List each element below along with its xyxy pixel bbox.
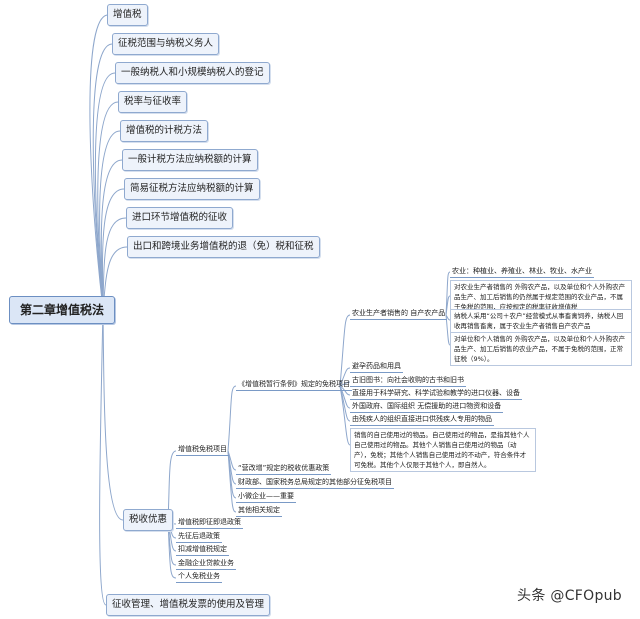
refund-after-levy-policy[interactable]: 先征后退政策 [176,531,222,543]
branch-registration[interactable]: 一般纳税人和小规模纳税人的登记 [115,62,270,84]
root-node[interactable]: 第二章增值税法 [9,296,116,324]
interim-regulations[interactable]: 《增值税暂行条例》规定的免税项目 [236,379,352,391]
ministry-exemptions[interactable]: 财政部、国家税务总局规定的其他部分征免税项目 [236,477,394,489]
branch-scope[interactable]: 征税范围与纳税义务人 [112,33,220,55]
financial-loan-business[interactable]: 金融企业贷款业务 [176,558,236,570]
other-related-rules[interactable]: 其他相关规定 [236,505,282,517]
branch-export[interactable]: 出口和跨境业务增值税的退（免）税和征税 [127,236,320,258]
exempt-foreign-aid[interactable]: 外国政府、国际组织 无偿援助的进口物资和设备 [350,401,504,413]
branch-tax-incentives[interactable]: 税收优惠 [123,509,174,531]
branch-administration[interactable]: 征收管理、增值税发票的使用及管理 [106,594,271,616]
agri-detail-3[interactable]: 纳税人采用“公司＋农户”经营模式从事畜禽饲养，纳税人回收再销售畜禽，属于农业生产… [450,309,632,333]
watermark: 头条 @CFOpub [517,588,622,604]
agri-detail-1[interactable]: 农业：种植业、养殖业、林业、牧业、水产业 [450,266,594,278]
branch-simple-calc[interactable]: 简易征税方法应纳税额的计算 [124,178,260,200]
exemption-items[interactable]: 增值税免税项目 [176,444,229,456]
agri-detail-4[interactable]: 对单位和个人销售的 外购农产品，以及单位和个人外购农产品生产、加工后销售的农业产… [450,332,632,366]
agri-producers[interactable]: 农业生产者销售的 自产农产品 [350,308,448,320]
exempt-contraceptives[interactable]: 避孕药品和用具 [350,361,403,373]
vat-deduction-rules[interactable]: 扣减增值税规定 [176,544,229,556]
branch-methods[interactable]: 增值税的计税方法 [120,120,209,142]
exempt-research-equipment[interactable]: 直接用于科学研究、科学试验和教学的进口仪器、设备 [350,388,522,400]
exempt-old-books[interactable]: 古旧图书：向社会收购的古书和旧书 [350,375,466,387]
immediate-refund-policy[interactable]: 增值税即征即退政策 [176,517,243,529]
vat-reform-policy[interactable]: “营改增”规定的税收优惠政策 [236,463,332,475]
branch-vat[interactable]: 增值税 [107,4,148,26]
agri-detail-2[interactable]: 对农业生产者销售的 外购农产品，以及单位和个人外购农产品生产、加工后销售的仍然属… [450,280,632,314]
personal-exemption-business[interactable]: 个人免税业务 [176,571,222,583]
exempt-disabled-goods[interactable]: 由残疾人的组织直接进口供残疾人专用的物品 [350,414,494,426]
small-micro-enterprises[interactable]: 小微企业——重要 [236,491,296,503]
branch-general-calc[interactable]: 一般计税方法应纳税额的计算 [122,149,258,171]
branch-import[interactable]: 进口环节增值税的征收 [126,207,234,229]
branch-rates[interactable]: 税率与征收率 [118,91,188,113]
used-goods-note[interactable]: 销售的自己使用过的物品。自己使用过的物品，是指其他个人自己使用过的物品。其他个人… [350,428,536,472]
